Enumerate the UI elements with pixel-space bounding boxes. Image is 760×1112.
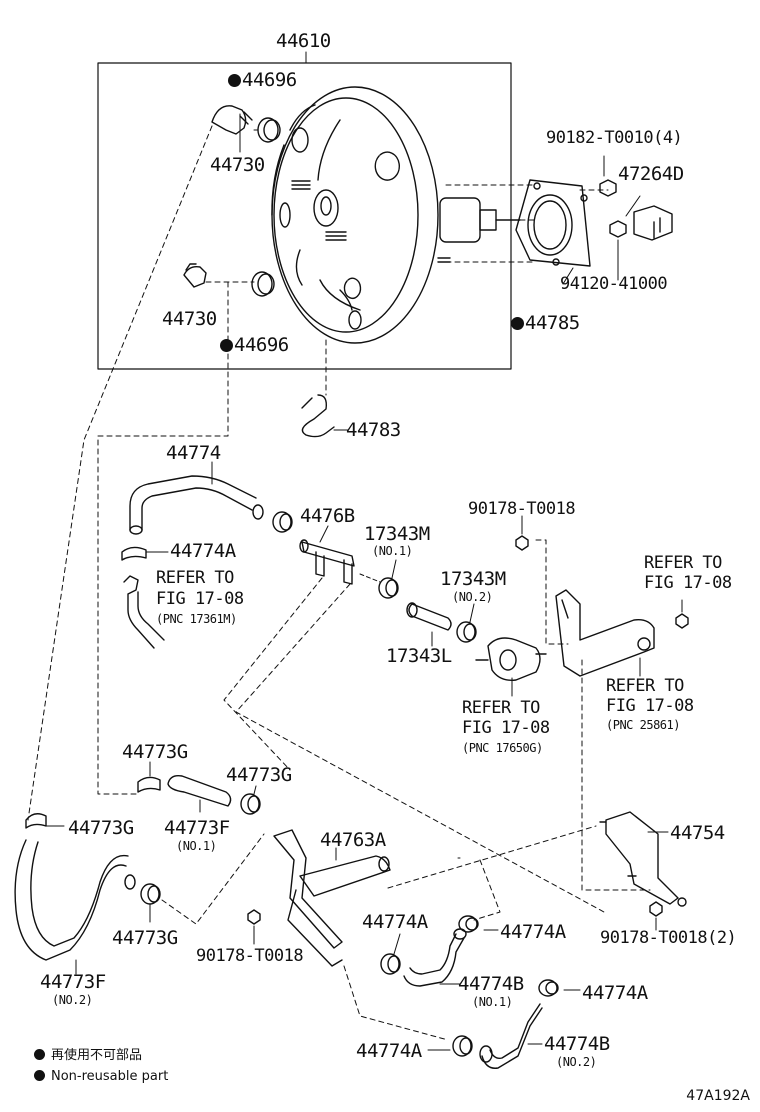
label-44774a-3: 44774A — [500, 921, 566, 943]
label-44773g-2: 44773G — [226, 764, 292, 786]
label-44773g-3: 44773G — [68, 817, 134, 839]
brake-booster-body — [271, 86, 521, 344]
clamp-44773g-a — [137, 776, 161, 793]
label-44696-bottom: 44696 — [220, 335, 289, 355]
tank-44763a — [273, 829, 391, 967]
label-refer-r-1: REFER TO — [606, 676, 684, 696]
clip-44783 — [301, 394, 335, 438]
hose-44773f-no1 — [167, 774, 232, 807]
label-44783: 44783 — [346, 419, 401, 441]
label-44773g-1: 44773G — [122, 741, 188, 763]
label-refer-left-1: REFER TO — [156, 568, 234, 588]
bolt-refer-right — [675, 613, 689, 629]
bracket-47264d — [633, 205, 673, 241]
nut-94120 — [609, 220, 627, 238]
legend-jp: 再使用不可部品 — [34, 1048, 142, 1064]
clamp-4476b-left — [272, 511, 293, 533]
label-44730-top: 44730 — [210, 154, 265, 176]
figure-code: 47A192A — [686, 1088, 750, 1104]
label-47264d: 47264D — [618, 163, 684, 185]
clamp-17343m-no2 — [456, 621, 477, 643]
label-refer-mid-3: (PNC 17650G) — [462, 741, 543, 755]
label-17343m-1: 17343M — [364, 523, 430, 545]
gasket-plate — [515, 179, 591, 267]
valve-refer-mid — [475, 637, 547, 681]
label-refer-mid-1: REFER TO — [462, 698, 540, 718]
label-44774b-2: 44774B — [544, 1033, 610, 1055]
label-90182: 90182-T0010(4) — [546, 128, 683, 148]
label-refer-rt-1: REFER TO — [644, 553, 722, 573]
grommet-bottom — [251, 271, 275, 297]
union-4476b — [299, 539, 355, 585]
bolt-90178-top — [515, 535, 529, 551]
label-44763a: 44763A — [320, 829, 386, 851]
label-44774a-4: 44774A — [582, 982, 648, 1004]
pipe-refer-left — [123, 575, 165, 649]
nut-9018 — [599, 179, 617, 197]
non-reusable-dot-icon — [34, 1049, 45, 1060]
clamp-44774a-r — [538, 979, 559, 997]
label-44785: 44785 — [511, 313, 580, 333]
clamp-17343m-no1 — [378, 577, 399, 599]
label-4476b: 4476B — [300, 505, 355, 527]
label-44773f-1-no: (NO.1) — [176, 839, 217, 853]
label-44773f-2-no: (NO.2) — [52, 993, 93, 1007]
hose-44773f-no2 — [14, 839, 136, 961]
grommet-top — [257, 117, 281, 143]
legend-en: Non-reusable part — [34, 1069, 168, 1085]
label-90178-mid: 90178-T0018 — [196, 946, 304, 966]
label-90178-right: 90178-T0018(2) — [600, 928, 737, 948]
label-refer-left-2: FIG 17-08 — [156, 589, 244, 609]
label-44773f-1: 44773F — [164, 817, 230, 839]
label-44773f-2: 44773F — [40, 971, 106, 993]
non-reusable-dot-icon — [228, 74, 241, 87]
label-44730-bottom: 44730 — [162, 308, 217, 330]
label-44774b-1-no: (NO.1) — [472, 995, 513, 1009]
bolt-90178-right — [649, 901, 663, 917]
label-refer-r-3: (PNC 25861) — [606, 718, 680, 732]
clamp-44773g-d — [140, 883, 161, 905]
label-17343m-1-no: (NO.1) — [372, 544, 413, 558]
pipe-17343l — [406, 602, 452, 631]
clamp-44774a-b1 — [380, 953, 401, 975]
label-44610: 44610 — [276, 30, 331, 52]
label-17343m-2: 17343M — [440, 568, 506, 590]
clamp-44774a-low — [452, 1035, 473, 1057]
bracket-refer-right — [555, 589, 655, 677]
label-refer-mid-2: FIG 17-08 — [462, 718, 550, 738]
label-44754: 44754 — [670, 822, 725, 844]
hose-44774b-no1 — [403, 928, 467, 987]
label-17343l: 17343L — [386, 645, 452, 667]
label-44774a-2: 44774A — [362, 911, 428, 933]
label-44774a-5: 44774A — [356, 1040, 422, 1062]
label-44774b-2-no: (NO.2) — [556, 1055, 597, 1069]
non-reusable-dot-icon — [220, 339, 233, 352]
label-17343m-2-no: (NO.2) — [452, 590, 493, 604]
clamp-44774a-mid — [458, 915, 479, 933]
label-44773g-4: 44773G — [112, 927, 178, 949]
bolt-90178-mid — [247, 909, 261, 925]
label-refer-rt-2: FIG 17-08 — [644, 573, 732, 593]
label-refer-left-3: (PNC 17361M) — [156, 612, 237, 626]
check-valve-bottom — [183, 263, 207, 288]
label-44774b-1: 44774B — [458, 973, 524, 995]
clamp-44774a-top — [121, 546, 147, 561]
hose-44774b-no2 — [479, 1003, 543, 1069]
clamp-44773g-b — [240, 793, 261, 815]
hose-44774 — [129, 475, 264, 535]
booster-assy-frame — [97, 62, 512, 370]
label-refer-r-2: FIG 17-08 — [606, 696, 694, 716]
label-94120: 94120-41000 — [560, 274, 668, 294]
clamp-44773g-c — [25, 813, 47, 829]
label-44696-top: 44696 — [228, 70, 297, 90]
non-reusable-dot-icon — [34, 1070, 45, 1081]
label-44774a-top: 44774A — [170, 540, 236, 562]
label-90178-top: 90178-T0018 — [468, 499, 576, 519]
bracket-44754 — [599, 811, 687, 907]
non-reusable-dot-icon — [511, 317, 524, 330]
check-valve-top — [211, 105, 253, 135]
label-44774: 44774 — [166, 442, 221, 464]
